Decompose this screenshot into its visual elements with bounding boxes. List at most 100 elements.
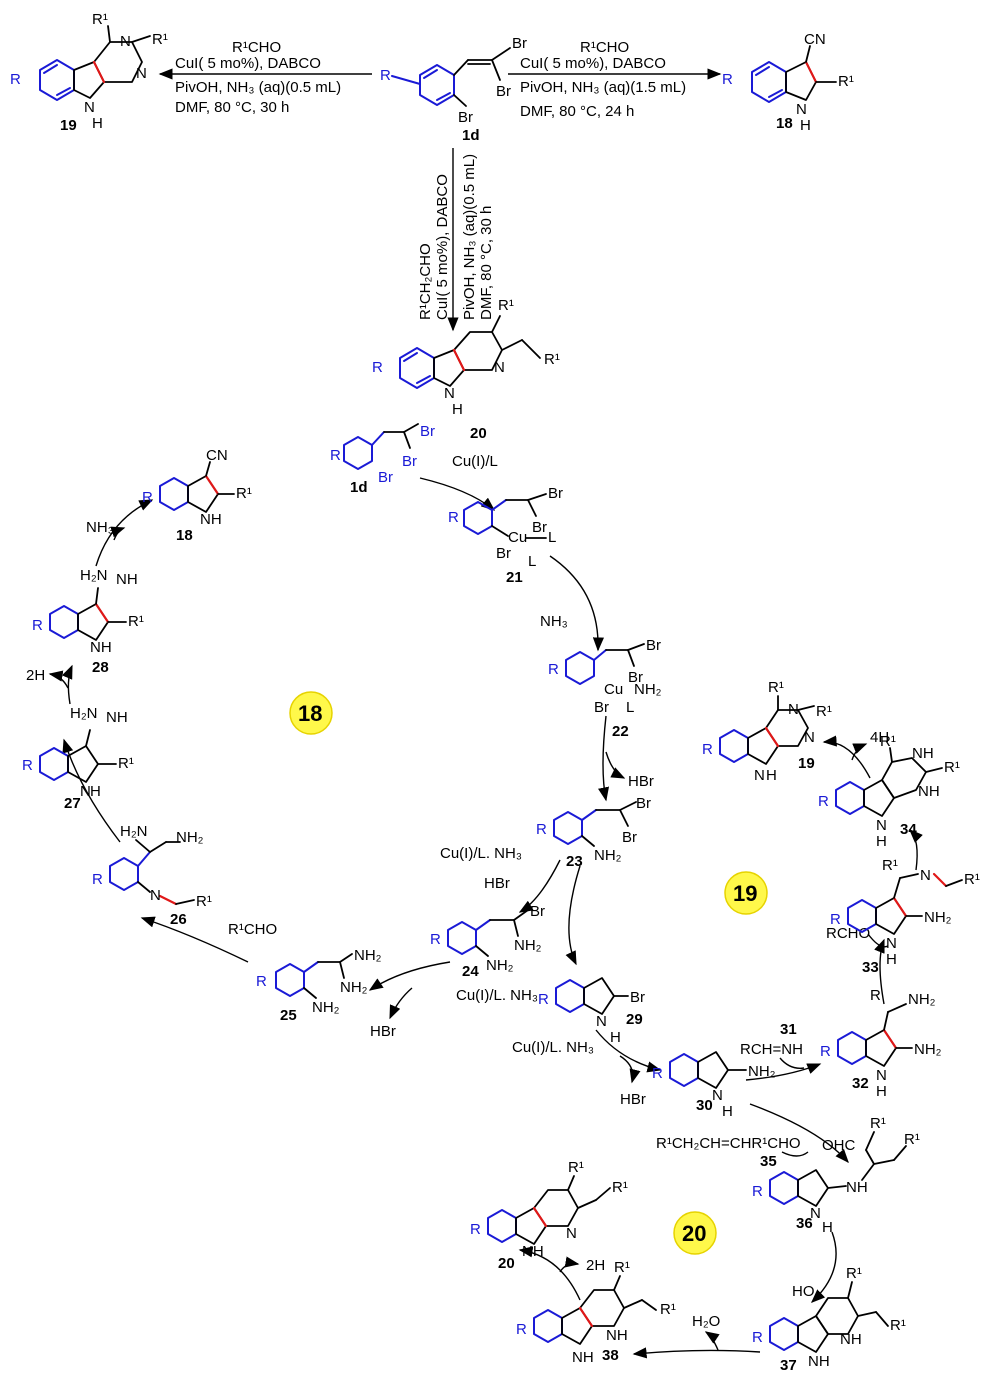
compound-label: 29 — [626, 1011, 643, 1028]
atom-br: Br — [548, 485, 563, 502]
r-label: R — [652, 1065, 663, 1082]
compound-label: 35 — [760, 1153, 777, 1170]
compound-label: 18 — [776, 115, 793, 132]
compound-33: R R¹ N R¹ NH₂ N H 33 — [830, 857, 980, 976]
compound-label: 33 — [862, 959, 879, 976]
r1-label: R¹ — [568, 1159, 584, 1176]
atom-nh2: NH₂ — [594, 847, 622, 864]
atom-n: N — [596, 1013, 607, 1030]
atom-h: H — [876, 1083, 887, 1100]
r1-label: R¹ — [498, 297, 514, 314]
r1-label: R¹ — [890, 1317, 906, 1334]
atom-br: Br — [378, 469, 393, 486]
r1-label: R¹ — [768, 679, 784, 696]
atom-h: H — [90, 783, 101, 800]
compound-20-cycle: R R¹ R¹ N NH 20 — [470, 1159, 628, 1272]
compound-label: 20 — [498, 1255, 515, 1272]
reagent-text: HBr — [370, 1023, 396, 1040]
atom-h: H — [800, 117, 811, 134]
curved-arrow — [48, 670, 69, 689]
compound-label: 32 — [852, 1075, 869, 1092]
curved-arrow — [518, 859, 561, 913]
curved-arrow — [810, 1231, 837, 1303]
r1-label: R¹ — [870, 1115, 886, 1132]
reagent-text: Cu(I)/L — [452, 453, 498, 470]
condition-text: DMF, 80 °C, 30 h — [478, 206, 495, 320]
reagent-text: Cu(I)/L. NH₃ — [512, 1039, 594, 1056]
atom-nh: NH — [918, 783, 940, 800]
reagent-text: Cu(I)/L. NH₃ — [456, 987, 538, 1004]
r1-label: R¹ — [118, 755, 134, 772]
curved-arrow — [389, 987, 413, 1020]
atom-n: N — [920, 867, 931, 884]
reagent-text: R¹CHO — [228, 921, 277, 938]
curved-arrow — [605, 751, 626, 779]
r-label: R — [752, 1329, 763, 1346]
curved-arrow — [61, 664, 73, 705]
r1-label: R¹ — [846, 1265, 862, 1282]
compound-label: 20 — [470, 425, 487, 442]
atom-h2n: H₂N — [80, 567, 108, 584]
curved-arrow — [909, 829, 923, 871]
curved-arrow — [874, 938, 885, 1005]
atom-n: N — [804, 729, 815, 746]
compound-20-top: R R¹ R¹ N N H 20 — [372, 297, 560, 442]
condition-text: R¹CHO — [580, 39, 629, 56]
atom-cu: Cu — [508, 529, 527, 546]
atom-n: N — [136, 65, 147, 82]
reagent-text: RCH=NH — [740, 1041, 803, 1058]
reagent-text: HBr — [484, 875, 510, 892]
compound-37: R HO R¹ R¹ NH NH 37 — [752, 1265, 906, 1374]
curved-arrow — [368, 961, 451, 991]
atom-n: N — [876, 817, 887, 834]
atom-br: Br — [420, 423, 435, 440]
atom-br: Br — [402, 453, 417, 470]
r1-label: R¹ — [544, 351, 560, 368]
reagent-text: NH₃ — [540, 613, 568, 630]
atom-br: Br — [646, 637, 661, 654]
cycle-badge-18: 18 — [289, 691, 333, 735]
atom-br: Br — [630, 989, 645, 1006]
compound-23: R Br Br NH₂ 23 — [536, 795, 651, 870]
compound-29: R Br N H 29 — [538, 977, 645, 1046]
compound-1d-cycle: R Br Br Br 1d — [330, 423, 435, 496]
compound-1d-top: R Br Br Br 1d — [380, 35, 527, 144]
atom-n: N — [566, 1225, 577, 1242]
condition-text: PivOH, NH₃ (aq)(0.5 mL) — [175, 79, 341, 96]
atom-n: N — [876, 1067, 887, 1084]
r-label: R — [538, 991, 549, 1008]
compound-22: R Br Br Cu NH₂ L Br 22 — [548, 637, 662, 740]
reagent-text: HBr — [628, 773, 654, 790]
atom-h: H — [822, 1219, 833, 1236]
compound-18-cycle: R CN R¹ NH 18 — [142, 447, 252, 544]
atom-br: Br — [622, 829, 637, 846]
reagent-text: R¹CH₂CH=CHR¹CHO — [656, 1135, 801, 1152]
reagent-text: NH₃ — [86, 519, 114, 536]
atom-nh: NH — [808, 1353, 830, 1370]
curved-arrow — [62, 738, 121, 843]
atom-h: H — [452, 401, 463, 418]
r-label: R — [470, 1221, 481, 1238]
atom-nh2: NH₂ — [486, 957, 514, 974]
atom-n: N — [80, 783, 91, 800]
compound-30: R NH₂ N H 30 — [652, 1051, 776, 1120]
compound-label: 26 — [170, 911, 187, 928]
atom-l: L — [548, 529, 556, 546]
atom-cn: CN — [804, 31, 826, 48]
curved-arrow — [867, 933, 889, 948]
atom-cu: Cu — [604, 681, 623, 698]
atom-nh: NH — [572, 1349, 594, 1366]
atom-nh2: NH₂ — [176, 829, 204, 846]
r-label: R — [430, 931, 441, 948]
compound-26: R H₂N NH₂ N R¹ 26 — [92, 823, 212, 928]
atom-nh2: NH₂ — [914, 1041, 942, 1058]
r1-label: R¹ — [92, 11, 108, 28]
compound-label: 18 — [176, 527, 193, 544]
atom-nh2: NH₂ — [924, 909, 952, 926]
r-label: R — [548, 661, 559, 678]
atom-n: N — [120, 33, 131, 50]
compound-34: R R¹ NH R¹ NH N H 34 — [818, 733, 960, 850]
compound-label: 19 — [60, 117, 77, 134]
atom-n: N — [712, 1087, 723, 1104]
